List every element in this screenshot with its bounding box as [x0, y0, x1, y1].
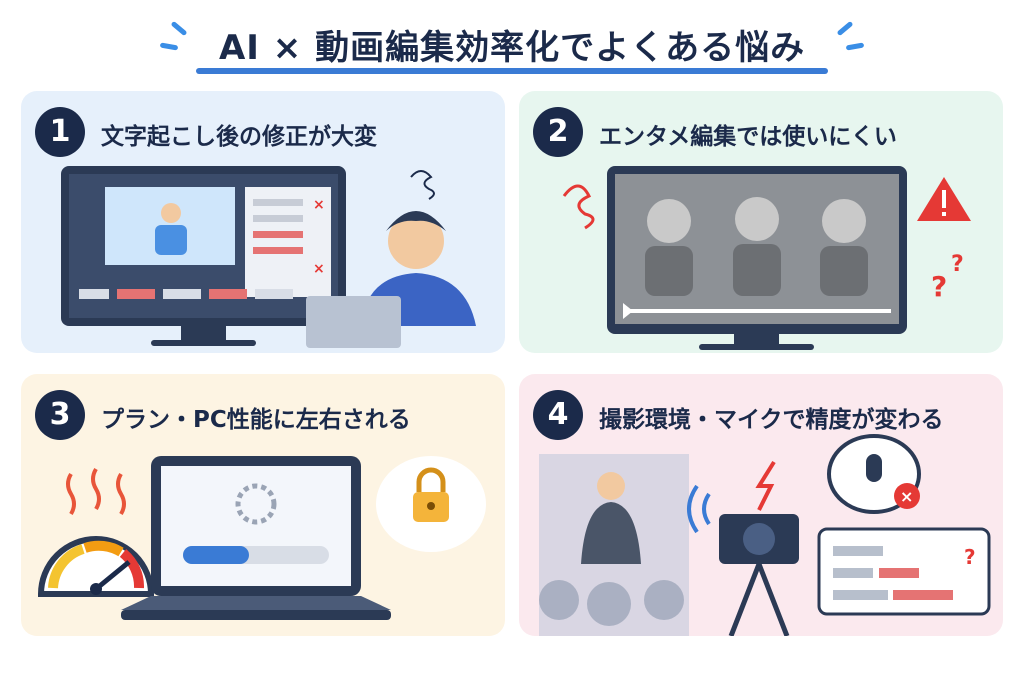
panel-illustration: × × [61, 166, 476, 348]
panel-illustration: × ? [539, 434, 991, 636]
heat-waves-icon [66, 467, 126, 516]
speedometer-icon [37, 536, 155, 597]
sound-waves-icon [687, 484, 711, 534]
panel-number: 1 [35, 107, 85, 157]
panel-plan-pc-performance: 3 プラン・PC性能に左右される [21, 374, 505, 636]
svg-text:×: × [900, 487, 913, 506]
speaker-icon [539, 454, 689, 636]
lock-icon [376, 456, 486, 552]
warning-icon [917, 177, 971, 221]
question-mark-icon: ? [951, 252, 964, 277]
camera-icon [719, 514, 799, 636]
error-subtitles-icon: ? [817, 527, 991, 616]
question-mark-icon: ? [931, 270, 947, 303]
panel-number: 3 [35, 390, 85, 440]
loading-laptop-icon [121, 456, 391, 620]
panel-illustration [37, 456, 486, 620]
microphone-off-icon: × [827, 434, 921, 514]
panel-transcription-fix: 1 文字起こし後の修正が大変 × × [21, 91, 505, 353]
panel-heading: プラン・PC性能に左右される [101, 407, 411, 433]
panel-heading: 文字起こし後の修正が大変 [101, 124, 377, 150]
loading-progress-fill [183, 546, 249, 564]
frustration-scribble-icon [562, 184, 595, 230]
svg-text:×: × [313, 261, 325, 277]
entertainment-monitor-icon [607, 166, 907, 350]
svg-text:?: ? [964, 545, 976, 569]
title-underline [196, 68, 828, 74]
stressed-person-icon [361, 170, 476, 326]
panel-heading: 撮影環境・マイクで精度が変わる [599, 407, 944, 433]
laptop-icon [306, 296, 401, 348]
page-title: AI × 動画編集効率化でよくある悩み [218, 28, 806, 68]
panel-heading: エンタメ編集では使いにくい [599, 124, 897, 150]
panel-recording-environment: 4 撮影環境・マイクで精度が変わる × [519, 374, 1003, 636]
editor-monitor-icon: × × [61, 166, 346, 346]
page-header: AI × 動画編集効率化でよくある悩み [0, 0, 1024, 86]
panel-entertainment-editing: 2 エンタメ編集では使いにくい ? ? [519, 91, 1003, 353]
lightning-icon [755, 460, 776, 511]
svg-text:×: × [313, 197, 325, 213]
panel-illustration: ? ? [562, 166, 971, 350]
panel-number: 2 [533, 107, 583, 157]
panel-number: 4 [533, 390, 583, 440]
